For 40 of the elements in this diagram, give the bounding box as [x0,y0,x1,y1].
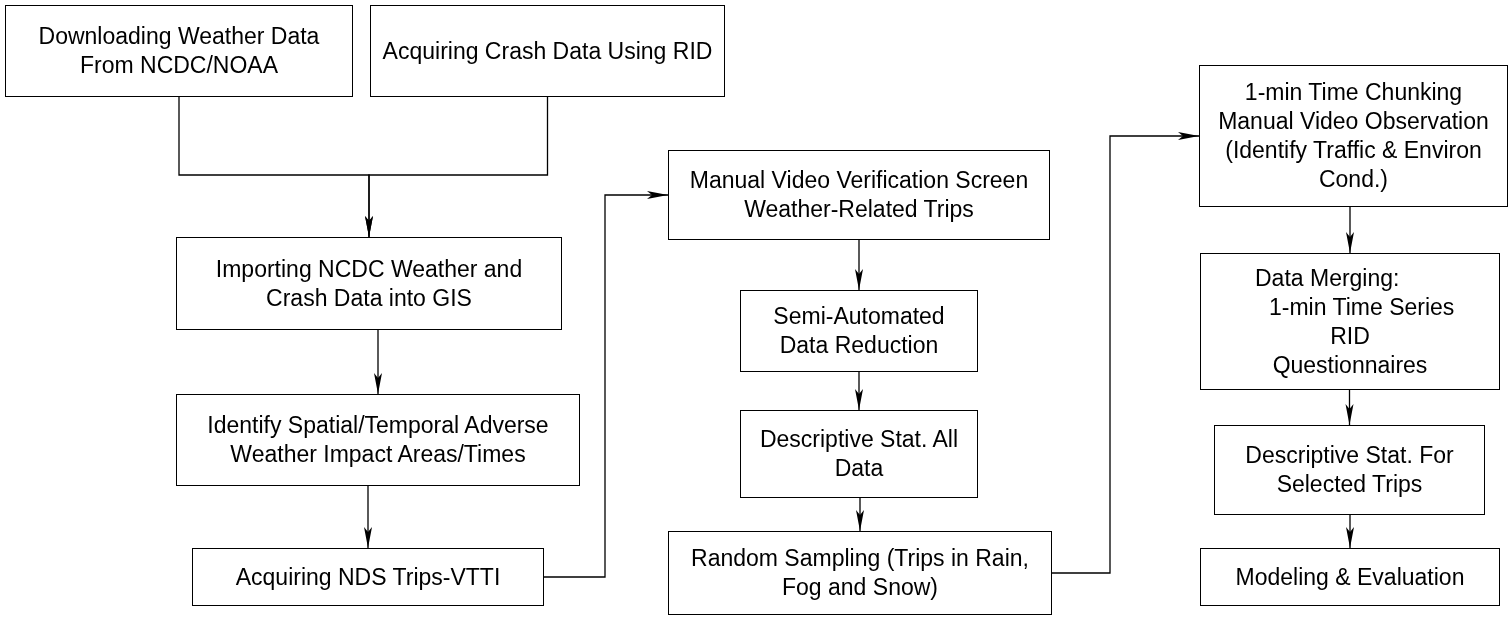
process-box [668,150,1050,240]
box-text: Acquiring Crash Data Using RID [382,36,713,66]
box-text: Manual Video Verification Screen Weather-Related Trips [688,166,1030,224]
process-box [1200,548,1500,606]
arrow [364,485,372,549]
box-text: Descriptive Stat. For Selected Trips [1244,441,1455,499]
process-box [176,237,562,330]
process-box [740,410,978,498]
process-box [1199,65,1508,207]
arrow [855,239,863,291]
arrow [1346,206,1354,254]
box-text: 1-min Time Series [1269,292,1455,322]
process-box [370,5,725,97]
box-text: RID [1330,321,1370,351]
box-text: Importing NCDC Weather and Crash Data into GIS [214,254,524,313]
box-text: Downloading Weather Data From NCDC/NOAA [37,22,321,80]
arrow [365,96,549,238]
process-box [5,5,353,97]
process-box [1214,425,1485,515]
arrow [1051,132,1200,574]
box-text: Random Sampling (Trips in Rain, Fog and Snow) [690,544,1030,602]
box-text: Identify Spatial/Temporal Adverse Weather Impact Areas/Times [206,411,550,469]
arrow [374,329,382,395]
box-text: Acquiring NDS Trips-VTTI [235,562,501,592]
arrow [1345,389,1354,426]
box-text: Modeling & Evaluation [1235,562,1465,592]
arrow [1346,514,1354,549]
arrow [543,191,669,578]
box-text: Descriptive Stat. All Data [758,425,960,483]
box-text: Questionnaires [1272,350,1428,380]
box-text: Semi-Automated Data Reduction [772,302,946,360]
process-box [668,531,1052,615]
process-box [1200,253,1500,390]
arrow [855,371,863,411]
box-text: Data Merging: [1255,263,1400,293]
box-text: 1-min Time Chunking Manual Video Observation (Identify Traffic & Environ Cond.) [1217,78,1490,194]
process-box [176,394,580,486]
process-box [192,548,544,606]
arrow [856,497,864,532]
process-box [740,290,978,372]
